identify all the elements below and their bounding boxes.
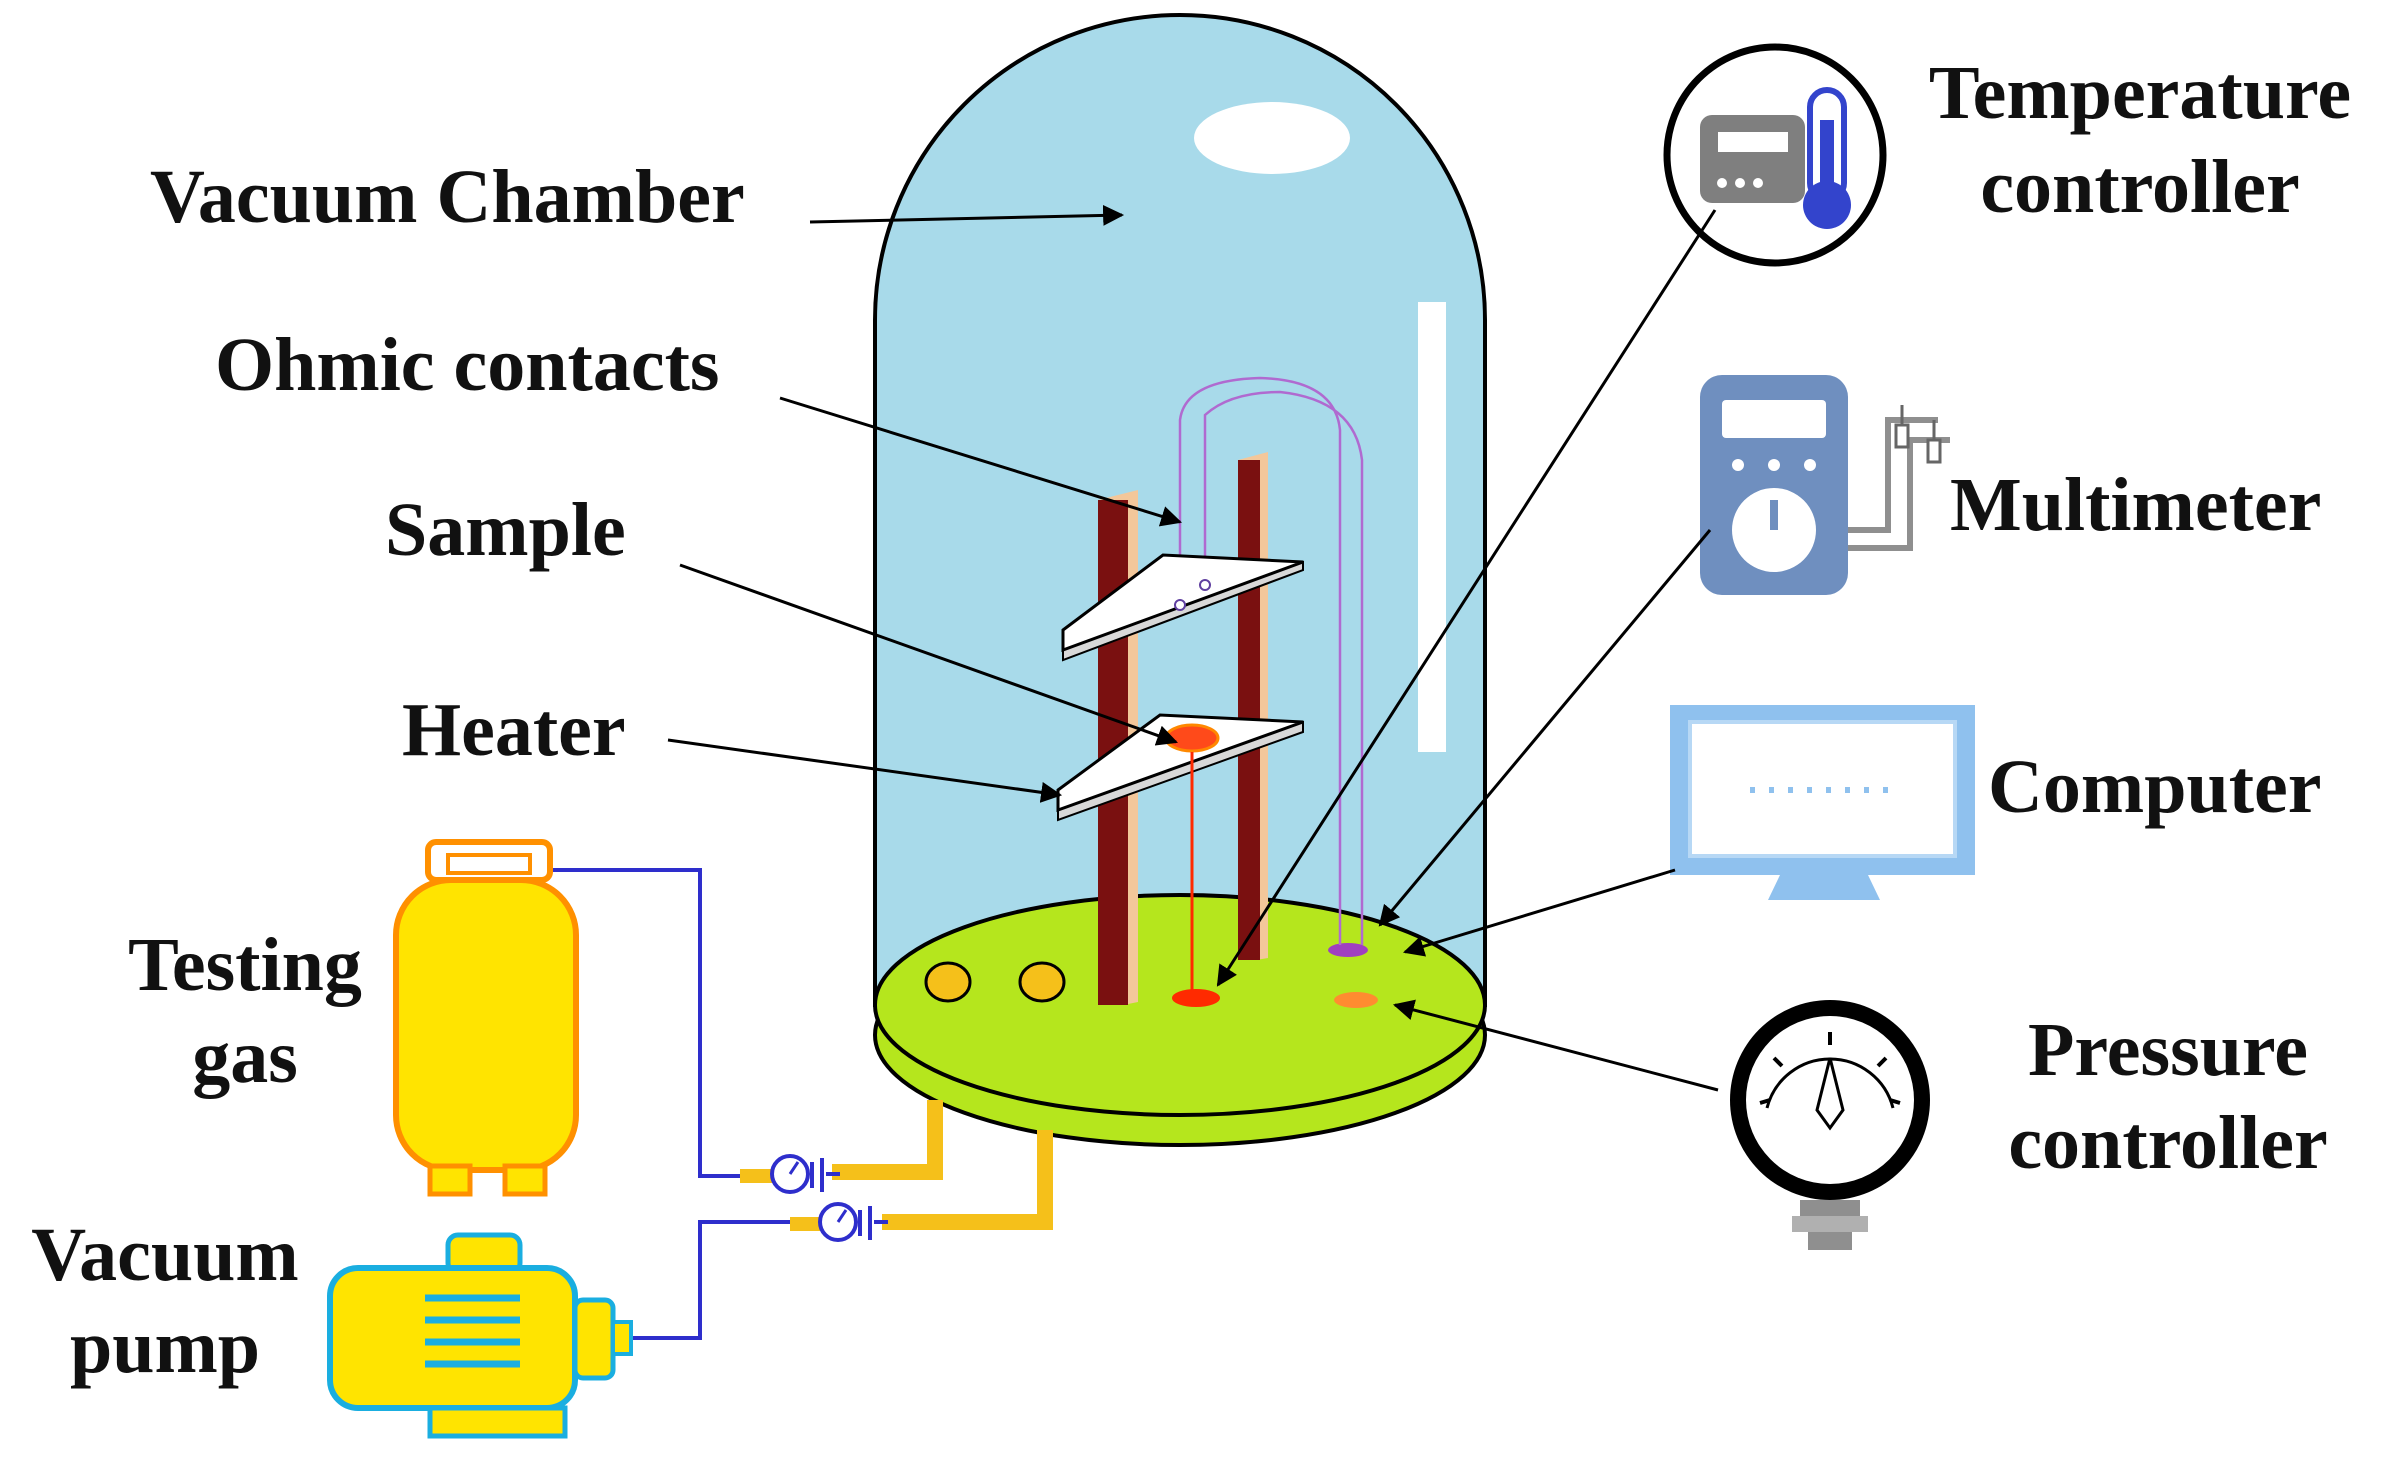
label-vacuum-pump-line1: Vacuum	[31, 1213, 298, 1297]
gas-valve	[740, 1154, 840, 1194]
sample-plate	[1061, 553, 1304, 662]
arrow-computer	[1402, 868, 1676, 957]
computer-icon	[1670, 705, 1975, 900]
heater-plate	[1056, 713, 1304, 998]
pressure-gauge-icon	[1730, 1000, 1930, 1250]
base-plate	[873, 893, 1487, 1147]
arrow-pressure-controller	[1392, 999, 1719, 1092]
label-vacuum-pump-line2: pump	[70, 1305, 260, 1389]
ohmic-contact-wires	[1178, 376, 1364, 945]
arrow-heater	[667, 738, 1063, 803]
label-pressure-controller-line1: Pressure	[2028, 1008, 2308, 1092]
label-multimeter: Multimeter	[1950, 463, 2321, 547]
label-vacuum-chamber: Vacuum Chamber	[150, 155, 745, 239]
labels: Vacuum Chamber Ohmic contacts Sample Hea…	[31, 51, 2351, 1389]
label-testing-gas-line1: Testing	[128, 923, 362, 1007]
arrow-multimeter	[1378, 529, 1712, 927]
arrow-ohmic-contacts	[779, 396, 1183, 527]
testing-gas-cylinder	[393, 839, 579, 1197]
label-sample: Sample	[385, 488, 626, 572]
arrow-temperature-controller	[1216, 209, 1717, 987]
label-ohmic-contacts: Ohmic contacts	[215, 323, 719, 407]
pipes	[832, 1100, 1053, 1230]
pump-valve	[790, 1202, 888, 1242]
label-temperature-controller-line1: Temperature	[1929, 51, 2351, 135]
label-pressure-controller-line2: controller	[2008, 1101, 2327, 1185]
arrow-sample	[679, 563, 1178, 746]
temperature-controller-icon	[1663, 43, 1887, 267]
label-temperature-controller-line2: controller	[1980, 145, 2299, 229]
arrow-vacuum-chamber	[809, 204, 1125, 226]
vacuum-pump	[327, 1232, 633, 1439]
multimeter-icon	[1700, 375, 1950, 595]
label-computer: Computer	[1988, 745, 2322, 829]
label-testing-gas-line2: gas	[192, 1015, 298, 1099]
label-heater: Heater	[402, 688, 626, 772]
pointer-arrows	[667, 204, 1719, 1092]
gas-lines	[490, 868, 790, 1340]
